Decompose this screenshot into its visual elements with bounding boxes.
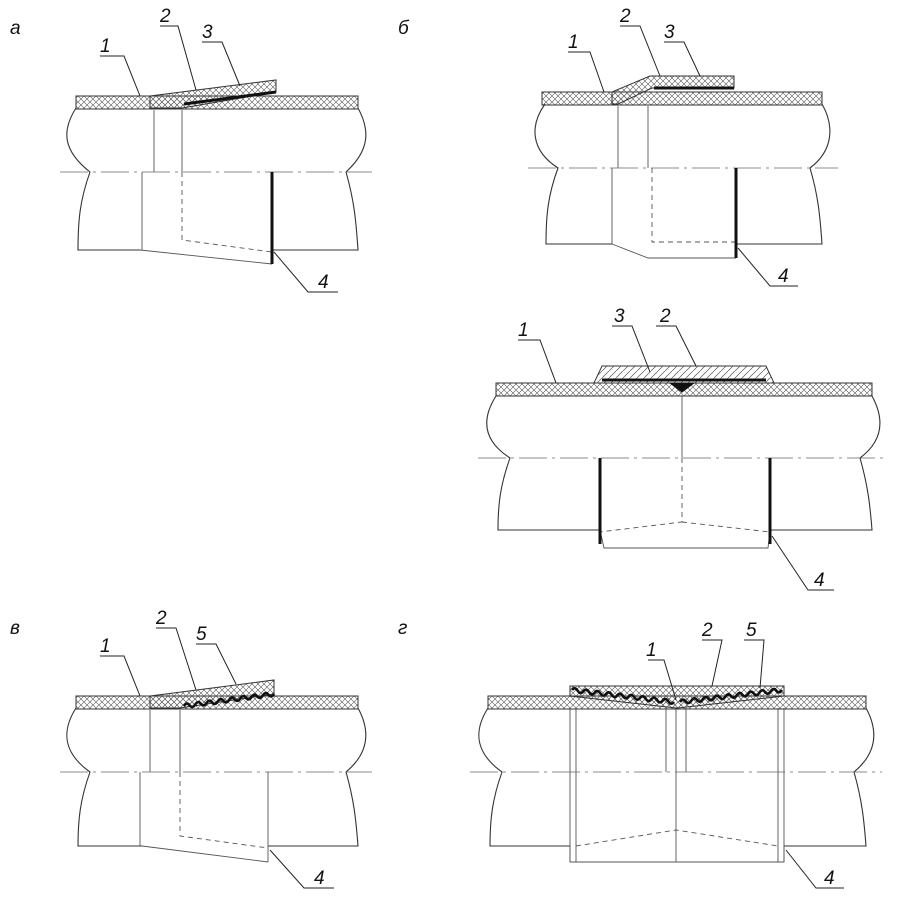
callout-v-1: 1: [100, 636, 111, 657]
callout-g-5: 5: [746, 620, 757, 641]
callout-b2-3: 3: [614, 306, 625, 327]
corrugated-sleeve: [182, 691, 276, 709]
callout-v-5: 5: [196, 624, 207, 645]
panel-b2: 1 3 2 4: [478, 306, 888, 591]
corrugated-sleeve-right: [678, 687, 784, 705]
panel-g-label: г: [398, 618, 407, 639]
callout-b-1: 1: [568, 32, 579, 53]
callout-a-1: 1: [100, 36, 111, 57]
panel-b-label: б: [398, 18, 410, 39]
callout-b2-1: 1: [518, 320, 529, 341]
callout-b-3: 3: [664, 22, 675, 43]
callout-a-2: 2: [159, 6, 171, 27]
callout-b-4: 4: [778, 266, 789, 287]
callout-b2-4: 4: [814, 570, 825, 591]
callout-v-4: 4: [314, 868, 325, 889]
callout-g-2: 2: [701, 620, 713, 641]
callout-g-1: 1: [646, 640, 657, 661]
panel-g: г 1 2 5 4: [398, 618, 882, 889]
panel-a: а 1 2 3 4: [10, 6, 372, 293]
callout-a-4: 4: [318, 272, 329, 293]
panel-a-label: а: [10, 18, 21, 39]
panel-b: б 1 2 3 4: [398, 6, 838, 287]
panel-v-label: в: [10, 618, 20, 639]
callout-b2-2: 2: [659, 306, 671, 327]
panel-v: в 1 2 5 4: [10, 608, 372, 889]
callout-b-2: 2: [619, 6, 631, 27]
corrugated-sleeve-left: [570, 687, 676, 705]
callout-a-3: 3: [202, 22, 213, 43]
callout-v-2: 2: [155, 608, 167, 629]
callout-g-4: 4: [824, 868, 835, 889]
